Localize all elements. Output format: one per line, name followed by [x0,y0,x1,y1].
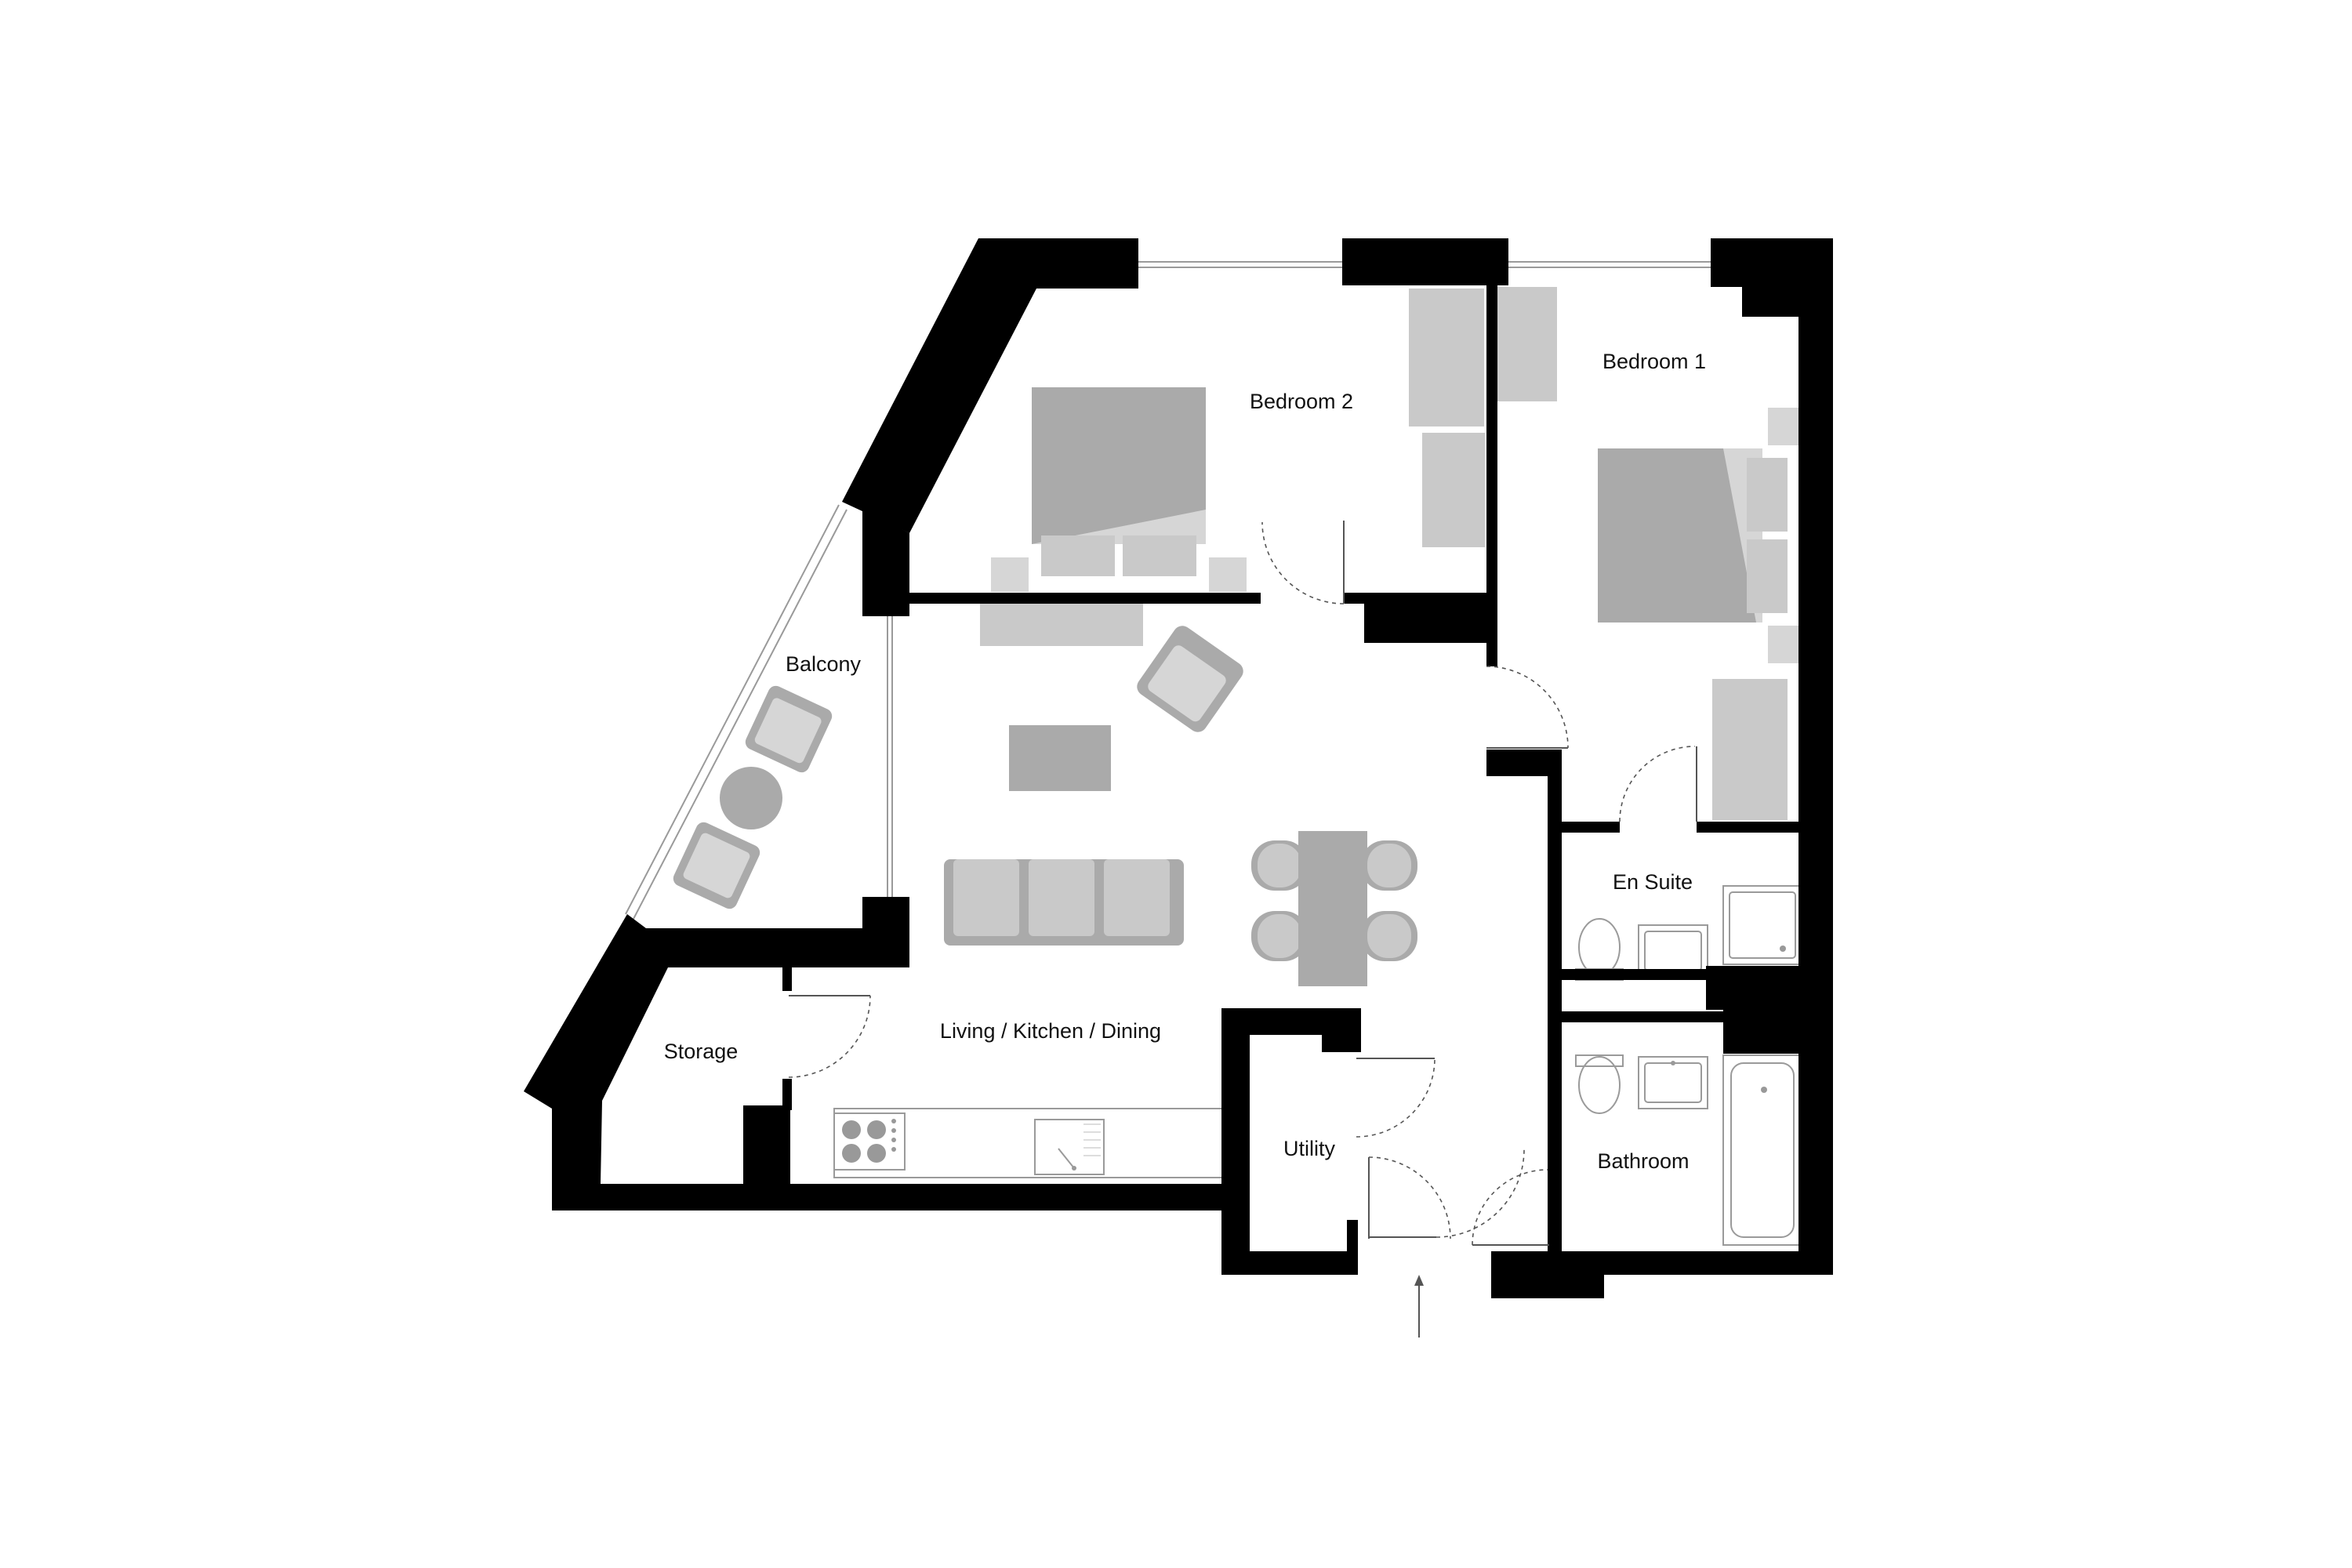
label-bedroom1: Bedroom 1 [1602,350,1706,373]
label-storage: Storage [664,1040,739,1063]
label-ensuite: En Suite [1613,870,1693,894]
entrance-arrow-icon [1414,1275,1424,1338]
bathtub [1722,1054,1802,1246]
wardrobe-bedroom1-lower [1712,679,1788,820]
dining-table [1298,831,1367,986]
furniture [673,287,1802,1246]
armchair-living [1137,626,1243,732]
walls [524,238,1833,1298]
wardrobe-bedroom1 [1496,287,1557,401]
bed-bedroom2 [1032,387,1206,576]
doors [788,521,1697,1246]
wardrobe-bedroom2-lower [1422,433,1485,547]
hob [833,1112,906,1171]
balcony-table [720,767,782,829]
label-bedroom2: Bedroom 2 [1250,390,1353,413]
bathroom-toilet [1575,1054,1624,1114]
tv-unit [980,604,1143,646]
wardrobe-bedroom2-upper [1409,289,1484,426]
label-bathroom: Bathroom [1597,1149,1689,1173]
nightstand-left [991,557,1029,592]
nightstand-b1-bottom [1768,626,1802,663]
label-balcony: Balcony [786,652,862,676]
label-living: Living / Kitchen / Dining [940,1019,1161,1043]
kitchen-sink [1034,1119,1105,1175]
coffee-table [1009,725,1111,791]
balcony-chair-bottom [673,822,760,909]
windows [625,261,1711,920]
sofa [944,859,1184,946]
room-labels: Bedroom 2 Bedroom 1 Balcony Living / Kit… [664,350,1706,1173]
nightstand-right [1209,557,1247,592]
ensuite-shower [1722,885,1802,965]
balcony-chair-top [745,685,833,773]
label-utility: Utility [1283,1137,1335,1160]
bed-bedroom1 [1598,448,1788,622]
bathroom-basin [1638,1056,1708,1109]
nightstand-b1-top [1768,408,1802,445]
dining-chairs [1251,840,1417,961]
